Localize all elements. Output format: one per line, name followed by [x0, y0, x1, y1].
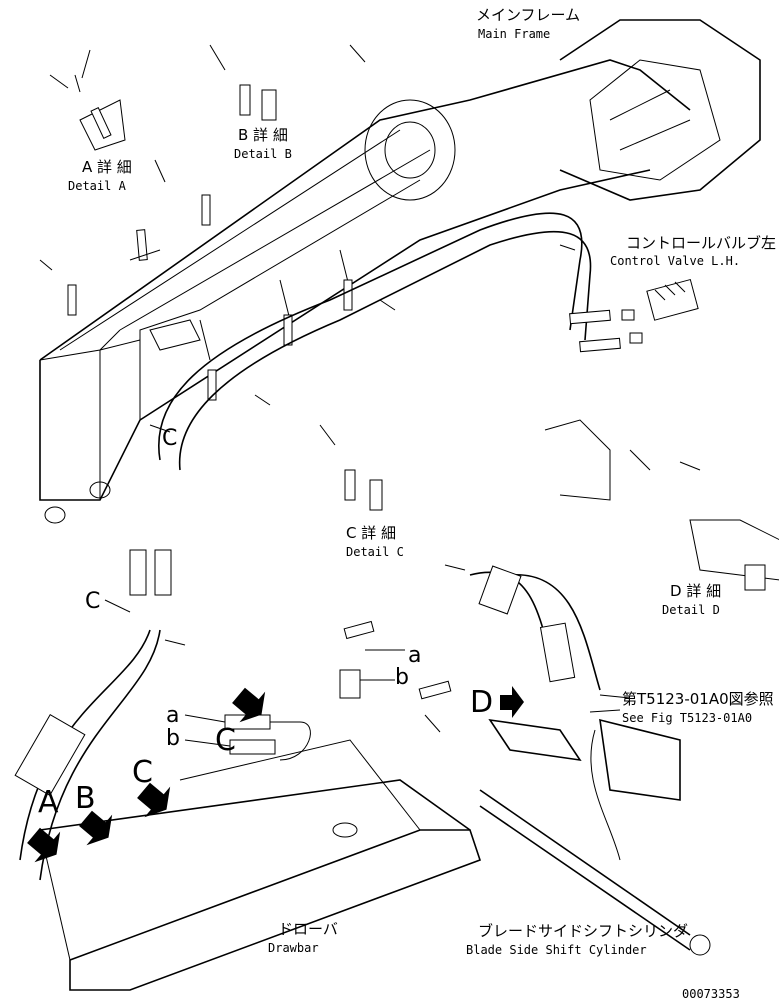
see-fig-label-en: See Fig T5123-01A0: [622, 711, 752, 725]
cylinder-label-en: Blade Side Shift Cylinder: [466, 943, 647, 957]
drawing-number: 00073353: [682, 987, 740, 1001]
control-valve: [621, 278, 699, 344]
callout-c-drawbar-2: C: [215, 723, 236, 758]
frame-clamps: [67, 194, 353, 401]
main-frame-label-jp: メインフレーム: [476, 6, 580, 24]
leader-lines: [104, 424, 621, 747]
blade-cylinder: [479, 718, 711, 956]
cylinder-label-jp: ブレードサイドシフトシリンダ: [478, 922, 688, 940]
lower-hoses: [14, 549, 172, 881]
detail-c-label-en: Detail C: [346, 545, 404, 559]
detail-a-label-en: Detail A: [68, 179, 127, 193]
detail-b-label-en: Detail B: [234, 147, 292, 161]
callout-a-upper: a: [408, 643, 421, 668]
control-valve-label-jp: コントロールバルブ左: [626, 234, 776, 252]
callout-d-marker: D: [470, 685, 493, 720]
see-fig-label-jp: 第T5123-01A0図参照: [622, 690, 774, 708]
detail-d-label-en: Detail D: [662, 603, 720, 617]
detail-a-label-jp: A 詳 細: [82, 158, 132, 176]
callout-c-drawbar-1: C: [132, 755, 153, 790]
main-frame: [39, 19, 761, 524]
detail-c-label-jp: C 詳 細: [346, 524, 396, 542]
detail-b-label-jp: B 詳 細: [238, 126, 288, 144]
drawbar-label-en: Drawbar: [268, 941, 319, 955]
control-valve-label-en: Control Valve L.H.: [610, 254, 740, 268]
direction-arrows: [27, 686, 524, 863]
callout-a-marker: A: [38, 785, 59, 820]
callout-b-marker: B: [75, 781, 96, 816]
drawbar-label-jp: ドローバ: [278, 920, 338, 938]
callout-c-hose: C: [85, 589, 100, 614]
callout-b-upper: b: [395, 665, 409, 690]
detail-c-parts: [344, 469, 383, 511]
callout-a-left: a: [166, 703, 179, 728]
callout-c-frame: C: [162, 426, 177, 451]
callout-b-left: b: [166, 726, 180, 751]
drawbar: [39, 739, 482, 991]
main-frame-label-en: Main Frame: [478, 27, 550, 41]
bolts: [39, 44, 701, 733]
center-fittings: [224, 620, 452, 761]
detail-d-label-jp: D 詳 細: [670, 582, 721, 600]
cylinder-hoses: [469, 565, 601, 691]
hoses: [158, 212, 621, 471]
detail-d-parts: [544, 419, 779, 591]
detail-a-parts: [79, 99, 126, 151]
detail-b-parts: [239, 84, 277, 121]
